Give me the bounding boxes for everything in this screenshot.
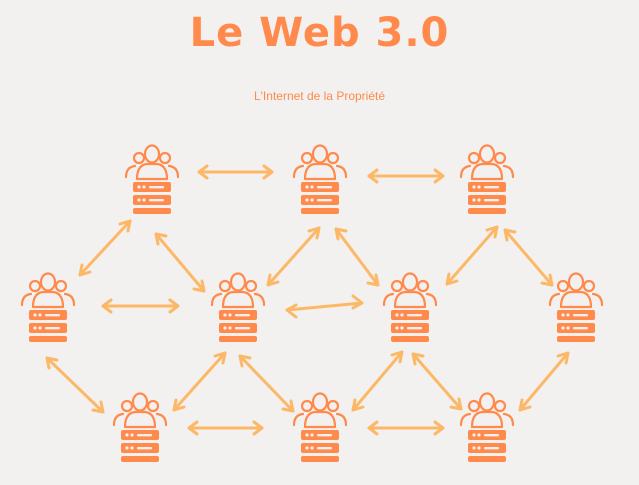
double-arrow-icon [285,294,364,319]
double-arrow-icon [101,298,180,314]
double-arrow-icon [187,420,264,436]
double-arrow-icon [78,219,132,277]
double-arrow-icon [367,168,445,184]
users-server-icon [459,144,515,216]
double-arrow-icon [445,225,499,286]
double-arrow-icon [503,228,554,287]
users-server-icon [210,272,266,344]
users-server-icon [292,392,348,464]
double-arrow-icon [411,352,463,411]
double-arrow-icon [367,420,445,436]
double-arrow-icon [266,226,321,287]
page-title: Le Web 3.0 [189,10,450,56]
users-server-icon [459,392,515,464]
users-server-icon [20,272,76,344]
double-arrow-icon [238,354,295,413]
double-arrow-icon [45,356,105,414]
page-subtitle: L'Internet de la Propriété [253,89,386,103]
users-server-icon [548,272,604,344]
users-server-icon [112,392,168,464]
double-arrow-icon [154,232,206,293]
double-arrow-icon [351,350,404,412]
double-arrow-icon [197,164,274,180]
double-arrow-icon [518,351,570,412]
double-arrow-icon [334,227,380,287]
users-server-icon [124,144,180,216]
double-arrow-icon [172,351,227,412]
users-server-icon [382,272,438,344]
users-server-icon [292,144,348,216]
